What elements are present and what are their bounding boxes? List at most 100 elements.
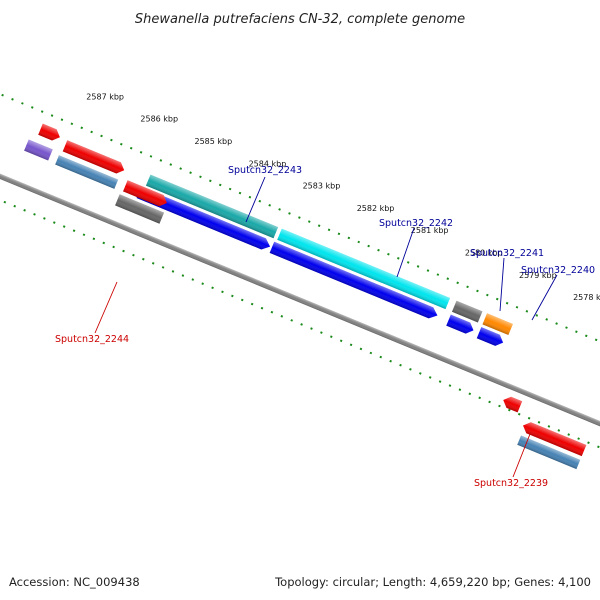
ruler-dot	[290, 319, 294, 322]
ruler-tick-label: 2581 kbp	[411, 226, 449, 235]
ruler-tick-label: 2583 kbp	[303, 182, 341, 191]
ruler-dot	[248, 195, 252, 199]
ruler-dot	[278, 208, 281, 211]
feature-label-2240[interactable]: Sputcn32_2240	[521, 265, 595, 276]
ruler-dot	[446, 277, 450, 281]
ruler-dot	[488, 400, 491, 404]
ruler-dot	[30, 106, 34, 109]
ruler-dot	[527, 416, 531, 420]
ruler-dot	[377, 248, 380, 252]
ruler-dot	[379, 355, 383, 359]
ruler-dot	[211, 286, 214, 290]
ruler-dot	[389, 359, 392, 363]
ruler-dot	[80, 126, 84, 130]
cds-arrow-blue-2241[interactable]	[446, 314, 476, 336]
ruler-dot	[199, 175, 202, 179]
ruler-dot	[337, 232, 341, 236]
ruler-dot	[159, 159, 163, 162]
cds-purple[interactable]	[24, 139, 53, 161]
ruler-dot	[1, 93, 4, 97]
ruler-dot	[505, 301, 509, 305]
ruler-dot	[466, 285, 469, 289]
ruler-dot	[498, 404, 501, 408]
cds-arrow-red-2239[interactable]	[521, 420, 587, 457]
map-title: Shewanella putrefaciens CN-32, complete …	[135, 12, 465, 27]
ruler-dot	[209, 179, 212, 183]
ruler-dot	[129, 146, 133, 150]
ruler-dot	[149, 155, 153, 158]
cds-arrow-teal[interactable]	[145, 174, 279, 239]
ruler-dot	[517, 412, 521, 416]
ruler-dot	[557, 429, 561, 432]
ruler-dot	[151, 261, 155, 265]
cds-arrow-blue-2240[interactable]	[476, 327, 506, 348]
leader-line-2240	[531, 274, 558, 321]
feature-label-2241[interactable]: Sputcn32_2241	[470, 248, 544, 259]
ruler-dot	[317, 224, 321, 228]
cds-arrow-red-left-2[interactable]	[62, 140, 127, 175]
left-features	[24, 123, 169, 224]
ruler-dot	[60, 118, 64, 121]
ruler-dot	[40, 110, 44, 113]
ruler-dot	[191, 278, 195, 281]
ruler-dot	[555, 322, 558, 325]
genome-summary-text: Topology: circular; Length: 4,659,220 bp…	[274, 575, 591, 589]
ruler-dot	[270, 310, 274, 314]
ruler-tick-label: 2580 kbp	[465, 249, 503, 258]
cds-arrow-blue-2243[interactable]	[136, 186, 273, 252]
ruler-tick-label: 2582 kbp	[357, 204, 395, 213]
feature-label-2244[interactable]: Sputcn32_2244	[55, 334, 129, 345]
map-body	[0, 93, 600, 478]
right-features	[501, 394, 587, 470]
ruler-dot	[50, 114, 54, 117]
ruler-dot	[545, 318, 548, 321]
ruler-dot	[240, 298, 244, 302]
leader-line-2239	[512, 433, 531, 478]
ruler-tick-label: 2586 kbp	[140, 115, 178, 124]
outer-ruler	[1, 93, 598, 342]
cds-gray-2244[interactable]	[115, 194, 165, 224]
ruler-dot	[169, 163, 173, 166]
ruler-dot	[456, 281, 459, 285]
cds-orange-2240[interactable]	[482, 313, 513, 336]
accession-text: Accession: NC_009438	[9, 575, 140, 589]
cds-gray-2241[interactable]	[451, 300, 483, 323]
ruler-dot	[458, 388, 462, 392]
ruler-dot	[218, 183, 222, 187]
ruler-dot	[13, 204, 17, 208]
ruler-dot	[359, 347, 363, 351]
feature-label-2243[interactable]: Sputcn32_2243	[228, 165, 302, 176]
ruler-dot	[339, 339, 343, 343]
ruler-dot	[367, 244, 370, 248]
ruler-dot	[584, 334, 588, 338]
ruler-dot	[587, 441, 590, 445]
ruler-dot	[260, 306, 264, 310]
ruler-dot	[161, 266, 165, 269]
ruler-dot	[238, 191, 242, 195]
ruler-dot	[142, 257, 145, 261]
ruler-dot	[349, 343, 353, 347]
ruler-dot	[448, 384, 452, 387]
ruler-dot	[228, 187, 232, 191]
ruler-dot	[122, 249, 125, 253]
ruler-tick-label: 2578 kbp	[573, 293, 600, 302]
ruler-dot	[43, 217, 46, 220]
cds-arrow-red-left-1[interactable]	[38, 123, 62, 143]
leader-line-2243	[245, 176, 266, 223]
feature-label-2239[interactable]: Sputcn32_2239	[474, 478, 548, 489]
cds-arrow-cyan[interactable]	[277, 228, 451, 310]
ruler-dot	[396, 257, 400, 260]
ruler-dot	[525, 310, 529, 313]
cds-arrow-red-2244[interactable]	[123, 180, 169, 208]
cds-arrow-blue-2242[interactable]	[269, 241, 440, 321]
ruler-dot	[298, 216, 301, 219]
ruler-dot	[23, 208, 26, 212]
feature-label-2242[interactable]: Sputcn32_2242	[379, 218, 453, 229]
cds-steelblue-left[interactable]	[55, 155, 119, 189]
cds-arrow-red-right-1[interactable]	[501, 394, 523, 413]
cds-steelblue-2239[interactable]	[517, 435, 581, 470]
ruler-dot	[577, 437, 580, 440]
ruler-dot	[347, 236, 351, 240]
